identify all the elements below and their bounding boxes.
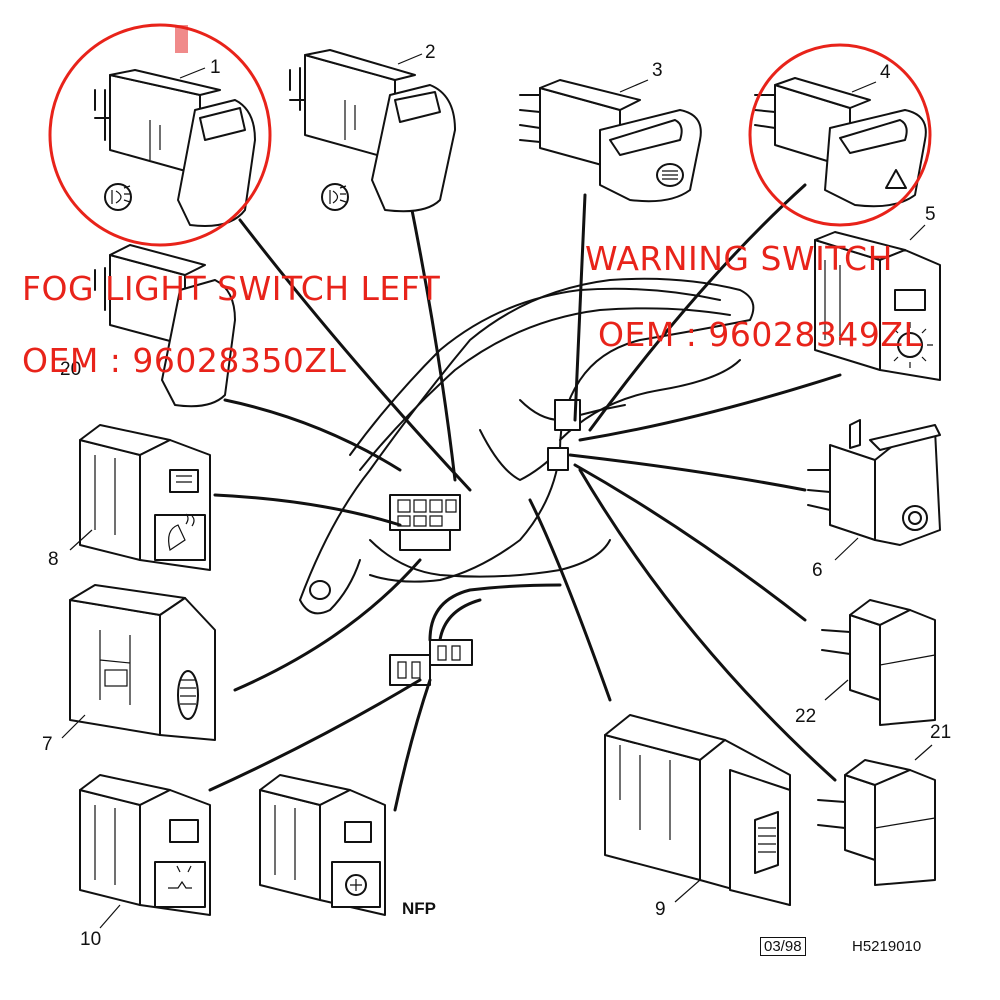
switch-4-hazard: 4 [754,62,927,208]
warning-switch-oem: OEM : 96028349ZL [598,315,923,354]
switch-20: 20 [60,244,236,408]
callout-6: 6 [812,560,823,581]
leader-wires [208,183,842,812]
callout-7: 7 [42,734,53,755]
callout-22: 22 [795,706,816,727]
callout-4: 4 [880,62,891,83]
switch-21: 21 [817,722,951,886]
highlight-circle-fog-switch [48,23,272,247]
switch-nfp [259,774,386,916]
switch-22: 22 [795,599,936,727]
dashboard-outline [299,277,755,615]
callout-3: 3 [652,60,663,81]
date-code: 03/98 [760,937,806,956]
highlight-circle-warning-switch [748,43,932,227]
switch-3-heated-window: 3 [519,60,702,203]
switch-5-lighting: 5 [814,204,941,381]
callout-2: 2 [425,42,436,63]
warning-switch-title: WARNING SWITCH [585,239,893,278]
callout-1: 1 [210,57,221,78]
switch-8-seat-heater: 8 [48,424,211,571]
switch-10-interior: 10 [79,774,211,950]
fog-switch-oem: OEM : 96028350ZL [22,341,347,380]
date-code-box: 03/98 [760,937,806,956]
drawing-code: H5219010 [852,938,922,955]
switch-1-fog-light: 1 [94,57,256,227]
callout-9: 9 [655,899,666,920]
switch-9-wheel: 9 [604,714,791,920]
switch-2-rear-fog: 2 [289,42,456,213]
switch-6-mirror: 6 [807,419,941,581]
callout-5: 5 [925,204,936,225]
top-marker [175,25,188,53]
wiring-connector [389,583,562,686]
callout-10: 10 [80,929,101,950]
switch-7-dimmer: 7 [42,584,216,755]
fog-switch-title: FOG LIGHT SWITCH LEFT [22,269,441,308]
nfp-label: NFP [402,899,436,918]
callout-20: 20 [60,359,81,380]
callout-21: 21 [930,722,951,743]
callout-8: 8 [48,549,59,570]
